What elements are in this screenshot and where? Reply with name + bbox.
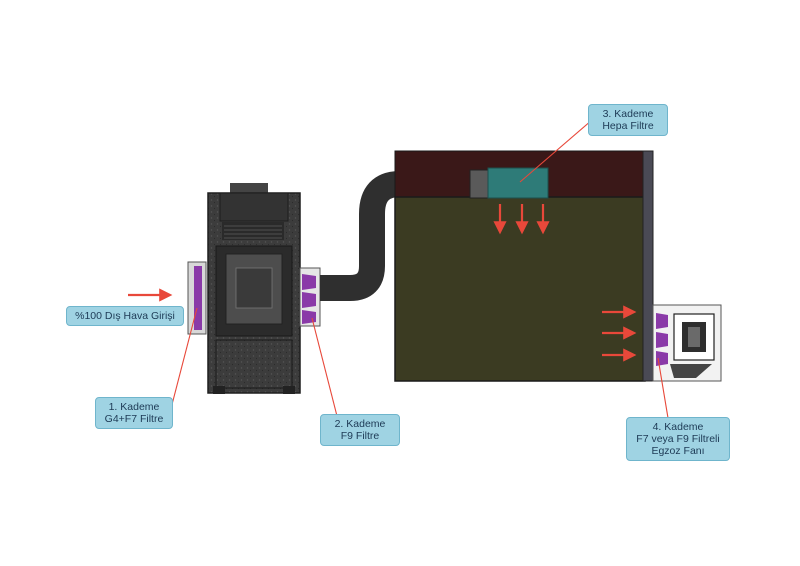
stage2-label-line1: 2. Kademe [334,418,386,430]
supply-duct [320,171,470,301]
stage1-filter [187,261,207,335]
stage1-label: 1. Kademe G4+F7 Filtre [95,397,173,429]
exhaust-fan-unit [652,304,722,382]
stage4-label-line1: 4. Kademe [652,421,704,433]
hepa-filter [469,167,549,199]
downflow-arrows [493,204,550,235]
stage3-label-line1: 3. Kademe [602,108,654,120]
stage2-label: 2. Kademe F9 Filtre [320,414,400,446]
air-handling-unit [207,183,301,394]
stage3-label-line2: Hepa Filtre [602,120,654,132]
stage4-label-line3: Egzoz Fanı [651,445,705,457]
stage2-filter [299,267,321,327]
stage1-label-line2: G4+F7 Filtre [104,413,164,425]
intake-label: %100 Dış Hava Girişi [66,306,184,326]
stage3-label: 3. Kademe Hepa Filtre [588,104,668,136]
exhaust-arrows [602,305,637,362]
stage4-label: 4. Kademe F7 veya F9 Filtreli Egzoz Fanı [626,417,730,461]
intake-label-line1: %100 Dış Hava Girişi [75,310,175,322]
stage2-label-line2: F9 Filtre [340,430,380,442]
stage1-label-line1: 1. Kademe [108,401,160,413]
stage4-label-line2: F7 veya F9 Filtreli [636,433,720,445]
